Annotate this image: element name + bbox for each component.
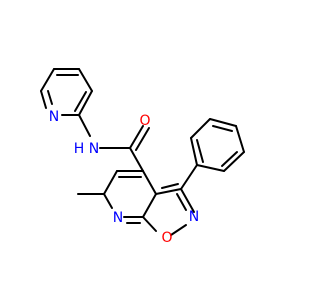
bond [78,114,91,137]
bond [221,151,238,167]
molecule-structure: N N H O N O N [40,68,245,246]
bond [129,147,144,172]
atom-label-amide-n: N [89,141,99,157]
bond [180,164,198,190]
bond [180,188,195,213]
atom-label-isoxazole-n: N [189,209,199,225]
atom-label-pyridine-n: N [49,109,59,125]
atom-label-fused-pyridine-n: N [113,210,123,226]
bond [103,193,113,209]
atom-label-amide-h: H [74,141,85,157]
bond [78,90,93,116]
bond [74,91,87,112]
bond [190,118,211,139]
bond [212,125,233,132]
bond [40,90,47,109]
bond [196,139,204,163]
bond [129,125,144,149]
bond [142,193,157,218]
bond [142,216,157,232]
bond [47,90,53,105]
bond [40,68,55,92]
atom-labels: N N H O N O N [49,109,199,246]
bonds [40,68,245,236]
atom-label-carbonyl-o: O [139,113,150,129]
bond [176,193,187,211]
bond [142,170,157,195]
bond [223,151,245,172]
bond [103,170,118,195]
bond [135,127,150,151]
bond [209,118,237,127]
bond [155,188,182,195]
bond [235,125,245,153]
atom-label-isoxazole-o: O [161,230,172,246]
bond [196,164,225,172]
bond [161,183,179,189]
bond [78,68,93,92]
bond [190,137,198,166]
bond [170,224,187,236]
